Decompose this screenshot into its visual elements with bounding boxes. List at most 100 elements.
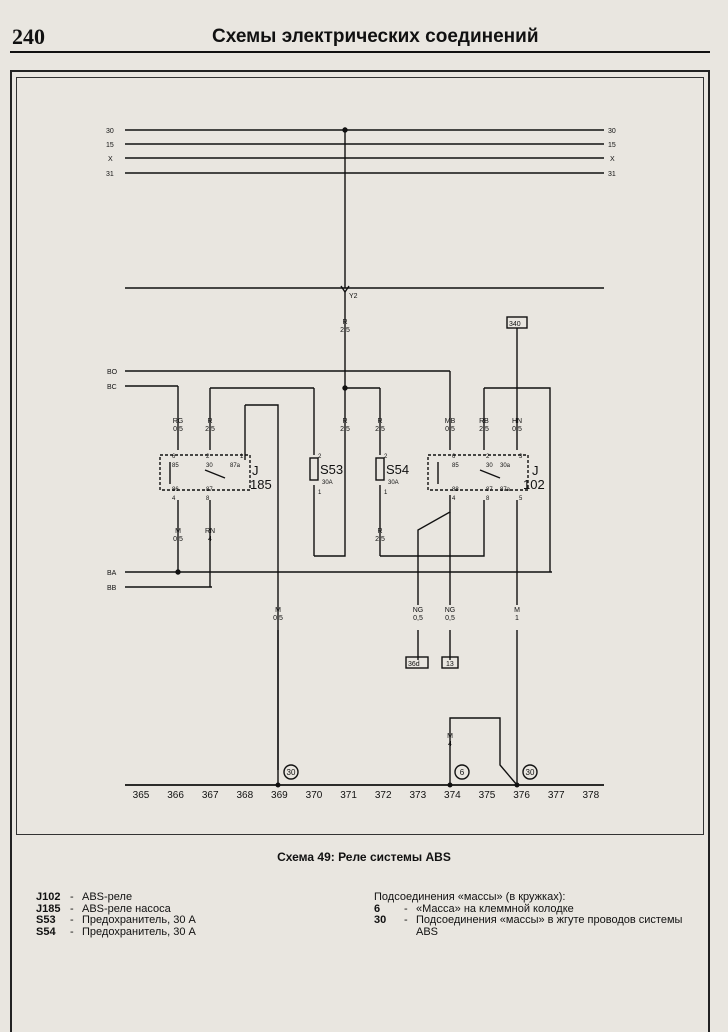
legend-dash: - <box>70 902 74 915</box>
header-rule <box>10 51 710 53</box>
rail-31-label-left: 31 <box>106 171 114 178</box>
wire-size-label: 4 <box>448 741 452 748</box>
pin-label: 3 <box>519 454 523 460</box>
wire-size-label: 2,5 <box>205 426 215 433</box>
relay-j102-body <box>427 454 529 491</box>
pin-label: 87a <box>500 487 511 493</box>
fuse-s53-body <box>309 457 319 481</box>
pin-label: 8 <box>206 496 210 502</box>
wire-color-label: R <box>342 319 347 326</box>
legend-code: J102 <box>36 891 61 903</box>
scale-number: 370 <box>306 790 323 801</box>
fuse-s53-circuit <box>309 388 346 557</box>
fuse-s54-circuit <box>375 388 485 557</box>
wire-color-label: R <box>207 418 212 425</box>
rail-30-label-left: 30 <box>106 128 114 135</box>
relay-j185-letter: J <box>252 463 259 478</box>
scale-number: 373 <box>409 790 426 801</box>
relay-j102-number: 102 <box>523 477 545 492</box>
relay-j102-letter: J <box>532 463 539 478</box>
fuse-s54-name: S54 <box>386 462 409 477</box>
pin-label: 4 <box>172 496 176 502</box>
wire-color-label: M <box>447 733 453 740</box>
left-label-bc: BC <box>107 384 117 391</box>
rail-x-label-right: X <box>610 156 615 163</box>
scale-number: 375 <box>479 790 496 801</box>
wire-size-label: 0,5 <box>445 615 455 622</box>
legend-code: J185 <box>36 902 61 915</box>
ground-markers <box>283 764 538 780</box>
ground-marker-label: 30 <box>287 768 296 777</box>
pin-label: 87 <box>206 487 213 493</box>
ground-marker-label: 6 <box>460 768 465 777</box>
legend-text: Предохранитель, 30 А <box>82 925 196 938</box>
ref-box-13 <box>441 656 459 669</box>
pin-label: 4 <box>452 496 456 502</box>
wire-color-label: R <box>377 528 382 535</box>
ref-box-340 <box>506 316 528 329</box>
pin-label: 5 <box>519 496 523 502</box>
pin-label: 6 <box>452 454 456 460</box>
legend-code: S53 <box>36 914 56 926</box>
pin-label: 2 <box>206 454 210 460</box>
wire-size-label: 0,5 <box>445 426 455 433</box>
legend-text: Предохранитель, 30 А <box>82 914 196 926</box>
pin-label: 6 <box>172 454 176 460</box>
relay-j102-circuit <box>277 328 551 786</box>
legend-code: 6 <box>374 902 381 915</box>
legend-grounds-title: Подсоединения «массы» (в кружках): <box>374 891 566 903</box>
wire-size-label: 0,5 <box>413 615 423 622</box>
pin-label: 87a <box>230 463 241 469</box>
fuse-s54-body <box>375 457 385 481</box>
wire-size-label: 2,5 <box>479 426 489 433</box>
left-label-ba: BA <box>107 570 117 577</box>
ref-box-13-label: 13 <box>446 661 454 668</box>
wire-color-label: R <box>377 418 382 425</box>
scale-number: 371 <box>340 790 357 801</box>
wire-color-label: M <box>175 528 181 535</box>
page-number: 240 <box>12 24 45 49</box>
wire-size-label: 2,5 <box>340 327 350 334</box>
relay-j185-circuit <box>159 386 279 770</box>
pin-label: 2 <box>318 454 322 460</box>
pin-label: 85 <box>172 463 179 469</box>
legend-components: J102 - ABS-реле J185 - ABS-реле насоса S… <box>36 891 196 938</box>
pin-label: 30 <box>206 463 213 469</box>
legend-grounds: Подсоединения «массы» (в кружках): 6 - «… <box>374 891 700 938</box>
wire-color-label: R <box>342 418 347 425</box>
scale-number: 369 <box>271 790 288 801</box>
scale-number: 368 <box>236 790 253 801</box>
legend-text: ABS-реле <box>82 891 133 903</box>
wire-size-label: 0,5 <box>173 536 183 543</box>
rail-30-label-right: 30 <box>608 128 616 135</box>
left-label-bb: BB <box>107 585 117 592</box>
scale-number: 374 <box>444 790 461 801</box>
scale-number: 367 <box>202 790 219 801</box>
ref-box-36d <box>405 656 429 669</box>
wire-color-label: NG <box>445 607 456 614</box>
legend-code: S54 <box>36 925 56 938</box>
pin-label: 2 <box>384 454 388 460</box>
main-feed <box>210 127 380 391</box>
wire-size-label: 4 <box>208 536 212 543</box>
rail-15-label-right: 15 <box>608 142 616 149</box>
pin-label: 85 <box>452 463 459 469</box>
wire-size-label: 2,5 <box>375 426 385 433</box>
junction-label: Y2 <box>349 293 358 300</box>
pin-label: 1 <box>384 490 388 496</box>
diagram-caption: Схема 49: Реле системы ABS <box>277 850 451 864</box>
fuse-s53-rating: 30A <box>322 480 333 486</box>
pin-label: 30 <box>486 463 493 469</box>
scale-number: 372 <box>375 790 392 801</box>
page-header-title: Схемы электрических соединений <box>212 26 539 47</box>
wire-color-label: RB <box>479 418 489 425</box>
wire-size-label: 0,5 <box>273 615 283 622</box>
pin-label: 1 <box>240 454 244 460</box>
scale-number: 376 <box>513 790 530 801</box>
fuse-s54-rating: 30A <box>388 480 399 486</box>
wire-color-label: NG <box>413 607 424 614</box>
relay-j185-number: 185 <box>250 477 272 492</box>
